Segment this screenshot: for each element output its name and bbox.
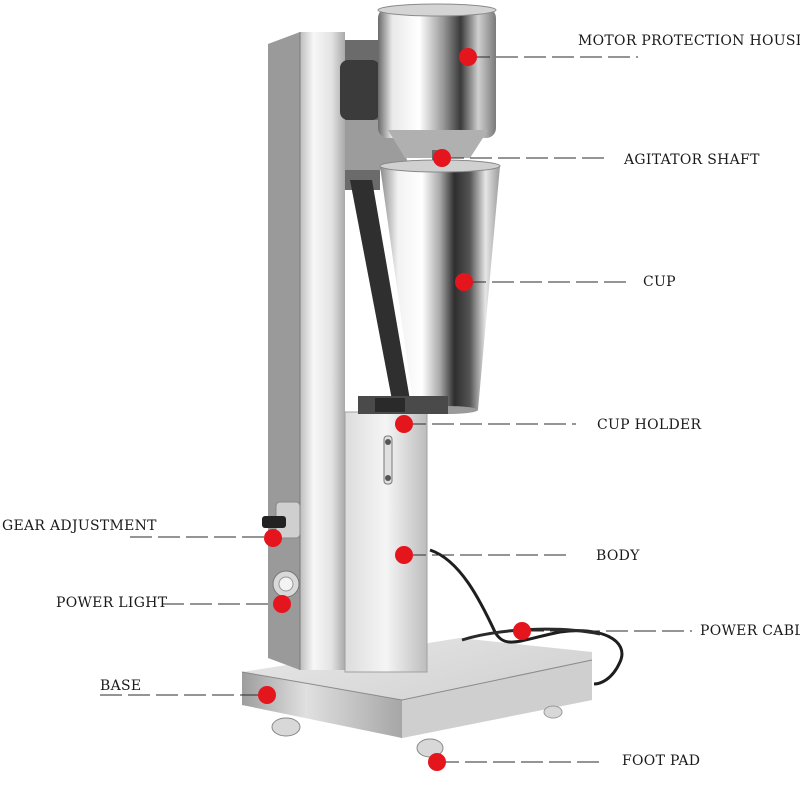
label-agitator-shaft: AGITATOR SHAFT [624,152,760,168]
label-cup: CUP [643,274,676,290]
marker-body [395,546,413,564]
label-body: BODY [596,548,640,564]
marker-power-light [273,595,291,613]
label-power-cable: POWER CABLE [700,623,800,639]
label-power-light: POWER LIGHT [56,595,168,611]
motor-housing [377,3,497,158]
power-light-lamp [272,570,300,598]
body-housing [344,411,428,673]
gear-switch [262,501,301,539]
cup-holder-bracket [358,396,448,414]
callout-markers [258,48,531,771]
label-gear-adjustment: GEAR ADJUSTMENT [2,518,157,534]
power-cable-wire [429,548,624,686]
marker-foot-pad [428,753,446,771]
marker-power-cable [513,622,531,640]
marker-gear-adjustment [264,529,282,547]
marker-agitator-shaft [433,149,451,167]
marker-motor-housing [459,48,477,66]
marker-cup [455,273,473,291]
foot-pads [271,705,563,758]
label-motor-protection-housing: MOTOR PROTECTION HOUSING [578,33,800,49]
label-base: BASE [100,678,142,694]
marker-cup-holder [395,415,413,433]
mixing-cup [379,159,501,414]
marker-base [258,686,276,704]
leader-lines [100,56,692,763]
label-cup-holder: CUP HOLDER [597,417,702,433]
label-foot-pad: FOOT PAD [622,753,701,769]
